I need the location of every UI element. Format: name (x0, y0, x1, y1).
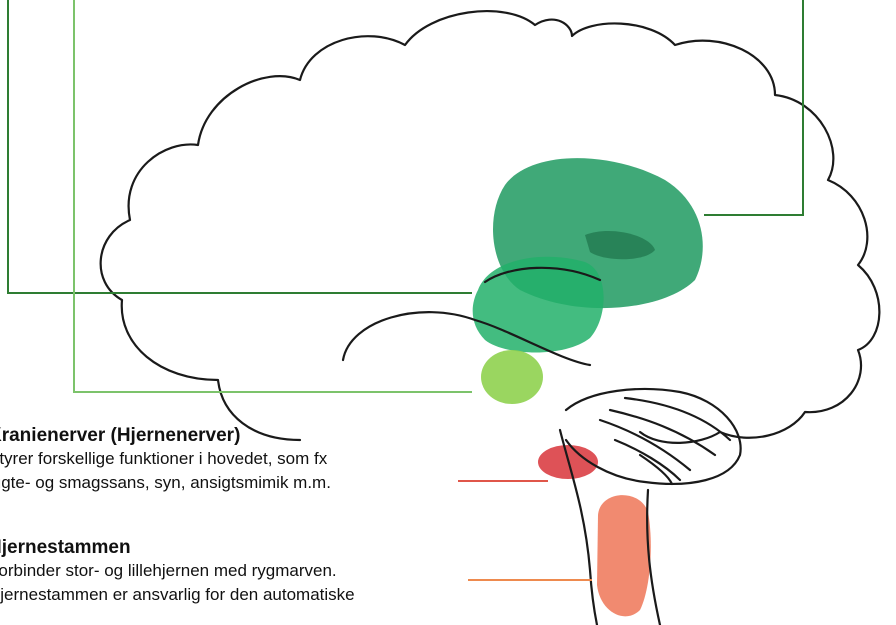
light-green-region (481, 350, 543, 404)
brainstem-right (647, 490, 660, 625)
connector-upper-green (704, 0, 803, 215)
label-hjernestammen-title: Hjernestammen (0, 537, 355, 559)
connector-light-green (74, 0, 472, 392)
middle-green-region (473, 257, 604, 353)
label-hjernestammen: Hjernestammen Forbinder stor- og lillehj… (0, 537, 355, 607)
label-hjernestammen-line-1: Forbinder stor- og lillehjernen med rygm… (0, 559, 355, 583)
label-kranienerver-line-2: lugte- og smagssans, syn, ansigtsmimik m… (0, 471, 331, 495)
label-kranienerver-title: Kranienerver (Hjernenerver) (0, 425, 331, 447)
orange-region (597, 495, 651, 616)
label-kranienerver-line-1: Styrer forskellige funktioner i hovedet,… (0, 447, 331, 471)
label-hjernestammen-line-2: Hjernestammen er ansvarlig for den autom… (0, 583, 355, 607)
label-kranienerver: Kranienerver (Hjernenerver) Styrer forsk… (0, 425, 331, 495)
cerebellum-fold-2 (610, 410, 715, 455)
cerebellum-fold-1 (600, 420, 690, 470)
